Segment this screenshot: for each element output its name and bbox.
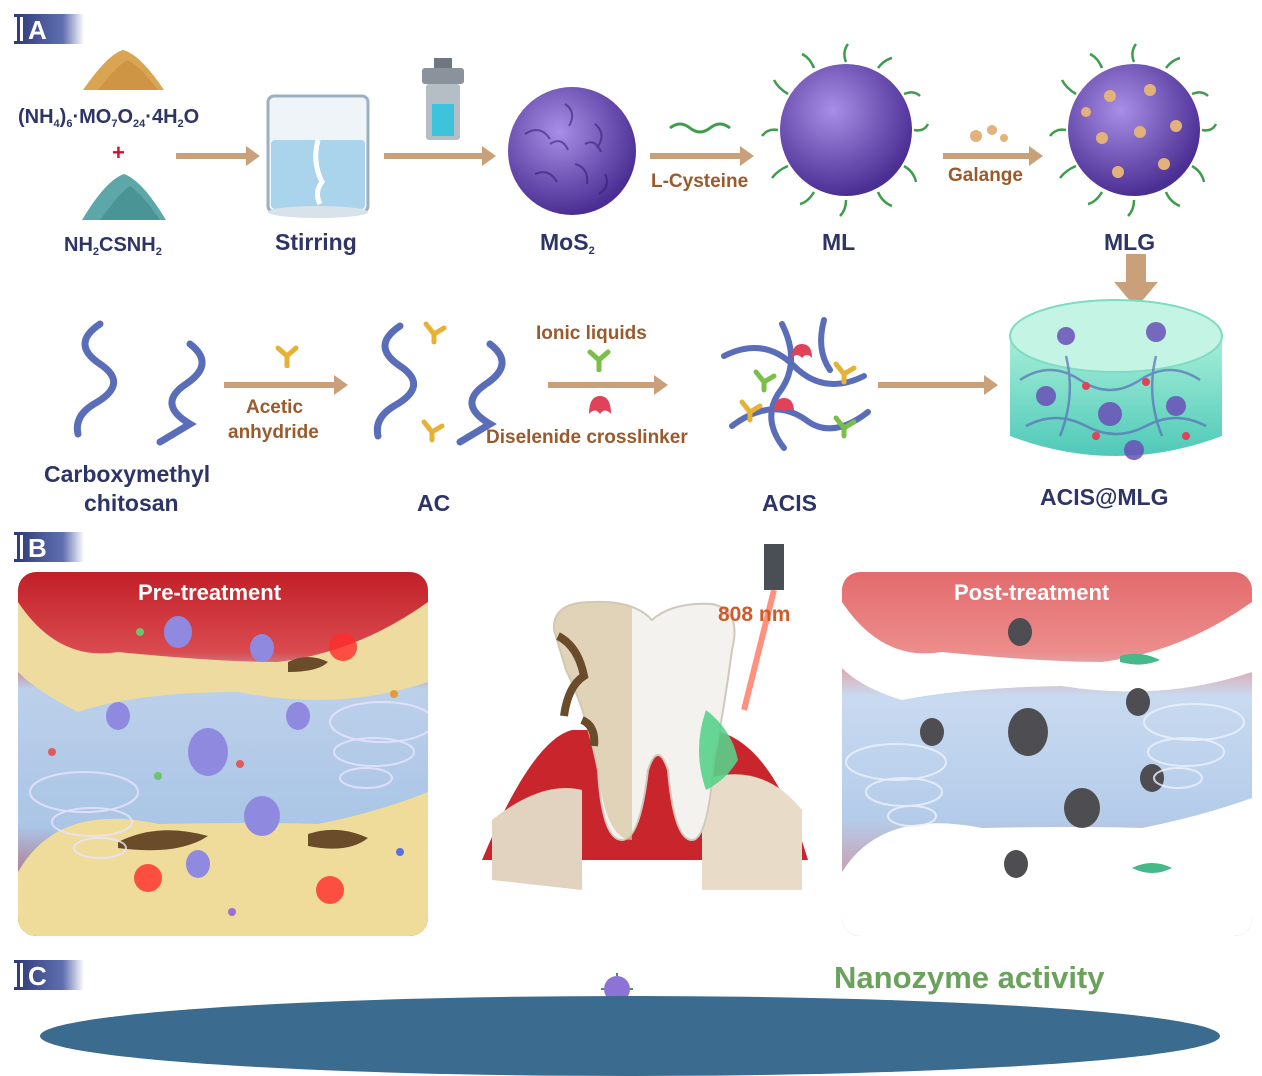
nanozyme-activity-title: Nanozyme activity bbox=[834, 960, 1105, 995]
ac-chains bbox=[373, 321, 506, 446]
acis-network bbox=[721, 317, 871, 451]
molybdate-powder-pile bbox=[83, 50, 164, 90]
arrow-to-ml bbox=[650, 146, 754, 166]
panel-a-tag: A bbox=[14, 14, 84, 45]
ac-label: AC bbox=[417, 490, 451, 516]
l-cysteine-strand bbox=[669, 122, 731, 134]
diselenide-label: Diselenide crosslinker bbox=[486, 427, 688, 448]
arrow-down-to-hydrogel bbox=[1126, 254, 1146, 284]
mos2-label: MoS2 bbox=[540, 229, 595, 257]
panel-c-tag: C bbox=[14, 960, 84, 991]
arrow-to-acis bbox=[548, 375, 668, 395]
panel-c-background-arc bbox=[40, 996, 1220, 1076]
acetic-label-line2: anhydride bbox=[228, 422, 319, 443]
arrow-to-mos2 bbox=[384, 146, 496, 166]
acetic-label-line1: Acetic bbox=[246, 397, 304, 418]
diselenide-crosslinker-icon bbox=[589, 396, 611, 414]
mlg-nanoparticle bbox=[1049, 43, 1218, 217]
beaker-icon bbox=[266, 94, 370, 218]
panel-b-tag: B bbox=[14, 532, 84, 563]
acis-mlg-label: ACIS@MLG bbox=[1040, 484, 1169, 510]
thiourea-powder-pile bbox=[82, 174, 166, 220]
post-treatment-panel: Post-treatment bbox=[842, 572, 1252, 936]
mos2-nanoflower bbox=[508, 87, 636, 215]
acis-label: ACIS bbox=[762, 490, 817, 516]
arrow-to-acis-mlg bbox=[878, 375, 998, 395]
ionic-liquids-label: Ionic liquids bbox=[536, 323, 647, 344]
post-treatment-title: Post-treatment bbox=[954, 580, 1110, 605]
pre-treatment-title: Pre-treatment bbox=[138, 580, 282, 605]
carboxymethyl-chitosan-chains bbox=[73, 320, 206, 446]
ionic-liquid-ligand bbox=[587, 349, 611, 372]
autoclave-icon bbox=[422, 58, 464, 140]
arrow-to-mlg bbox=[943, 146, 1043, 166]
galange-label: Galange bbox=[948, 165, 1023, 186]
arrow-to-stirring bbox=[176, 146, 260, 166]
ml-label: ML bbox=[822, 229, 856, 255]
plus-sign: + bbox=[112, 140, 125, 165]
cmc-label-line1: Carboxymethyl bbox=[44, 461, 211, 487]
arrow-to-ac bbox=[224, 375, 348, 395]
l-cysteine-label: L-Cysteine bbox=[651, 171, 749, 192]
tooth-illustration bbox=[482, 544, 808, 890]
mlg-label: MLG bbox=[1104, 229, 1156, 255]
acis-mlg-hydrogel bbox=[1009, 299, 1223, 460]
ml-nanoparticle bbox=[761, 43, 930, 217]
reagent-thiourea-label: NH2CSNH2 bbox=[64, 234, 162, 258]
stirring-label: Stirring bbox=[275, 229, 357, 255]
pre-treatment-panel: Pre-treatment bbox=[18, 572, 428, 936]
cmc-label-line2: chitosan bbox=[84, 490, 179, 516]
laser-808nm-label: 808 nm bbox=[718, 603, 791, 626]
galange-particles bbox=[970, 125, 1008, 142]
reagent-molybdate-label: (NH4)6·MO7O24·4H2O bbox=[18, 106, 200, 130]
acetic-anhydride-ligand bbox=[275, 345, 299, 368]
